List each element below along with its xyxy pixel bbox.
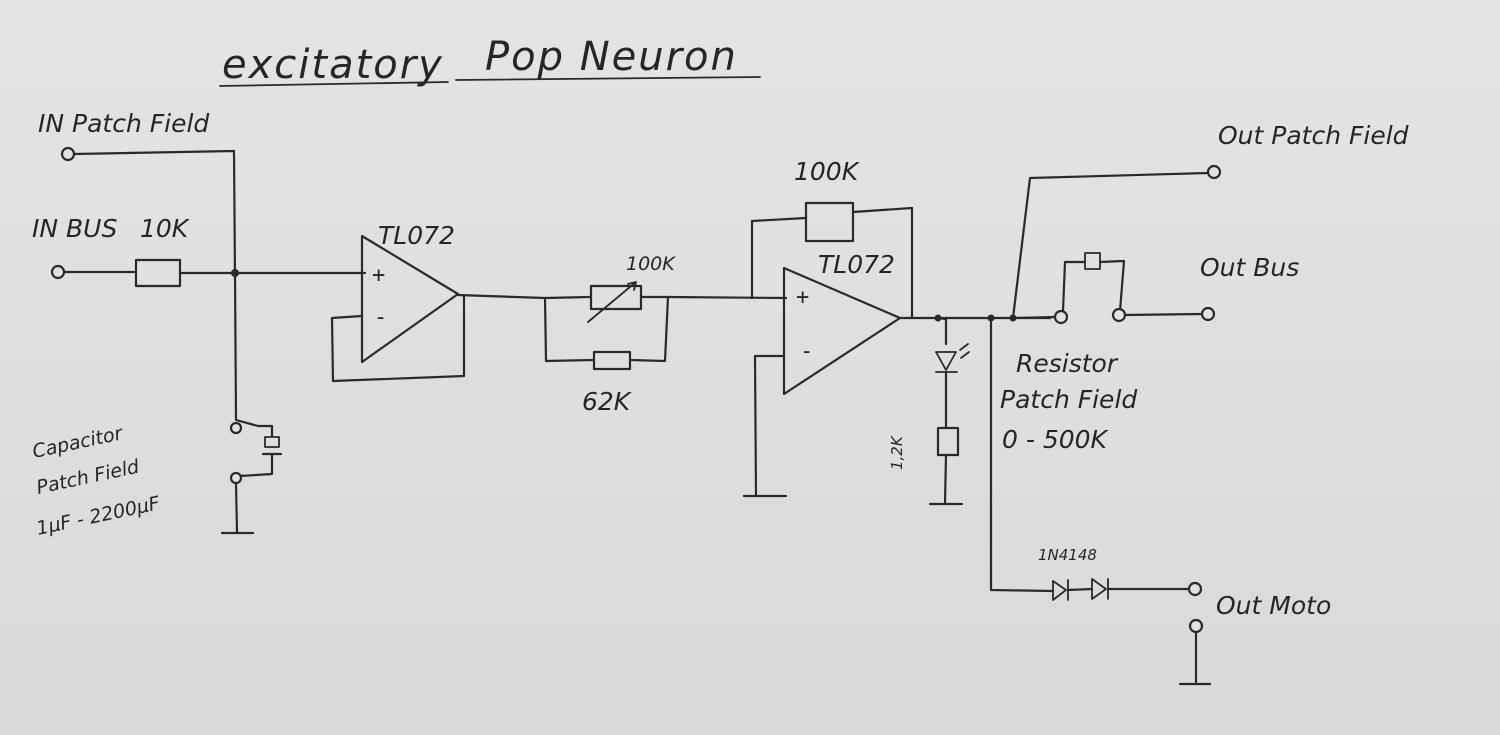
switch-terminal-right — [1111, 307, 1127, 323]
wire-feedback-right — [851, 206, 914, 320]
label-in-patch-field: IN Patch Field — [38, 109, 209, 138]
capacitor-ground — [220, 481, 255, 535]
label-1k2: 1,2K — [888, 435, 906, 470]
wire-out-bus — [1123, 312, 1204, 317]
label-out-bus: Out Bus — [1200, 253, 1299, 282]
resistor-100k-feedback — [804, 201, 855, 243]
wire-out-patch-field — [1011, 171, 1210, 320]
wire-to-capacitor — [233, 271, 260, 428]
switch-lead-right — [1098, 259, 1126, 313]
switch-terminal-left — [1053, 309, 1069, 325]
wire-to-diodes — [989, 316, 1055, 593]
capacitor-lead-bottom — [238, 452, 283, 478]
capacitor-terminal-bottom — [229, 471, 243, 485]
out-patch-field-terminal — [1206, 164, 1222, 180]
title-pop-neuron: Pop Neuron — [485, 34, 738, 80]
opamp2-triangle — [782, 266, 902, 396]
opamp1-triangle — [360, 234, 460, 364]
opamp1-plus: + — [372, 263, 385, 288]
wire-to-led — [936, 316, 948, 346]
label-capacitor-line2: Patch Field — [34, 455, 142, 498]
capacitor-terminal-top — [229, 421, 243, 435]
label-resistor-field-line2: Patch Field — [1000, 385, 1137, 414]
wire-62k-branch-left — [543, 296, 596, 363]
label-out-patch-field: Out Patch Field — [1218, 121, 1409, 150]
label-resistor-field-line1: Resistor — [1016, 349, 1119, 378]
label-capacitor-range: 1µF - 2200µF — [34, 492, 162, 540]
resistor-10k — [134, 258, 182, 288]
label-feedback-100k: 100K — [794, 157, 861, 186]
wire-to-out-bus-switch — [1011, 315, 1057, 320]
wire-feedback-left — [750, 216, 808, 300]
wire-to-opamp2-plus — [666, 295, 788, 300]
label-capacitor-line1: Capacitor — [30, 422, 125, 463]
label-opamp2: TL072 — [818, 250, 895, 279]
wire-62k-branch-right — [628, 295, 670, 363]
diode-2 — [1091, 578, 1109, 600]
opamp2-minus-ground — [742, 354, 788, 498]
label-pot-100k: 100K — [626, 253, 676, 275]
label-in-bus: IN BUS — [32, 214, 117, 243]
switch-symbol — [1084, 252, 1101, 270]
resistor-1k2 — [936, 426, 960, 457]
label-62k: 62K — [582, 387, 633, 416]
resistor-62k — [592, 350, 632, 371]
led-ground — [928, 453, 964, 506]
label-resistor-field-range: 0 - 500K — [1002, 425, 1110, 454]
wire-opamp1-out — [456, 293, 592, 300]
label-opamp1: TL072 — [378, 221, 455, 250]
out-moto-terminal-2 — [1188, 618, 1204, 634]
wire-between-diodes — [1066, 587, 1094, 592]
label-in-resistor-10k: 10K — [140, 214, 191, 243]
label-diode-1n4148: 1N4148 — [1038, 546, 1097, 564]
label-out-moto: Out Moto — [1216, 591, 1331, 620]
led-emission-rays — [959, 343, 970, 359]
wire-in-patch-field — [72, 149, 237, 280]
opamp1-feedback — [330, 294, 466, 383]
opamp1-minus: - — [374, 305, 387, 330]
opamp2-plus: + — [796, 285, 809, 310]
led-symbol — [935, 351, 958, 373]
title-underline-2 — [455, 76, 761, 81]
diode-1 — [1052, 579, 1069, 601]
capacitor-lead-top — [256, 424, 274, 438]
out-bus-terminal — [1200, 306, 1216, 322]
title-underline-1 — [219, 81, 449, 87]
switch-lead-left — [1061, 260, 1087, 313]
out-moto-terminal-1 — [1187, 581, 1203, 597]
capacitor-symbol — [264, 436, 280, 448]
in-bus-terminal — [50, 264, 66, 280]
out-moto-ground — [1178, 630, 1212, 686]
title-excitatory: excitatory — [222, 42, 444, 88]
potentiometer-arrow — [587, 281, 637, 323]
opamp2-minus: - — [800, 339, 813, 364]
in-patch-field-terminal — [60, 146, 76, 162]
